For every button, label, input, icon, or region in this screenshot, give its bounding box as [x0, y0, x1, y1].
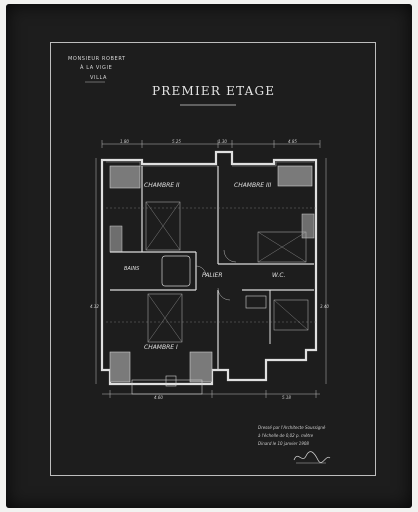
corner-mass-tl	[109, 165, 141, 189]
room-chambre-3: CHAMBRE III	[234, 182, 272, 189]
wall-niche-right	[301, 213, 315, 239]
drawing-frame	[50, 42, 376, 476]
client-name: MONSIEUR ROBERT	[68, 56, 126, 62]
bathtub	[161, 255, 191, 287]
room-bains: BAINS	[124, 266, 140, 272]
dim-bottom-left: 4.60	[154, 395, 163, 400]
balcony-post	[165, 375, 177, 387]
dim-left-side: 4.12	[90, 304, 99, 309]
inner-wall-lines	[106, 161, 314, 167]
balcony	[131, 379, 203, 395]
floor-plan	[85, 81, 327, 398]
dim-top-mid2: 1.30	[218, 139, 227, 144]
dimension-ticks	[101, 140, 321, 398]
room-palier: PALIER	[202, 272, 223, 279]
room-wc: W.C.	[272, 272, 286, 279]
dim-bottom-right: 5.18	[282, 395, 291, 400]
dim-top-left: 1.80	[120, 139, 129, 144]
dim-top-mid: 5.25	[172, 139, 181, 144]
note-line-1: Dressé par l'Architecte Soussigné	[258, 425, 326, 430]
dim-top-right: 4.85	[288, 139, 297, 144]
client-location: À LA VIGIE	[80, 65, 113, 71]
door-swing-bains	[195, 265, 207, 277]
door-swing-ch3	[223, 249, 237, 263]
wc-fixture	[245, 295, 267, 309]
wall-niche-left	[109, 225, 123, 253]
wardrobe-ch2	[145, 201, 181, 251]
room-chambre-1: CHAMBRE I	[144, 344, 178, 351]
stair-box	[273, 299, 309, 331]
sheet-title: PREMIER ETAGE	[152, 84, 276, 98]
architect-signature	[293, 451, 331, 464]
corner-mass-bl	[109, 351, 131, 383]
wardrobe-ch1	[147, 293, 183, 343]
note-line-2: à l'échelle de 0,02 p. mètre	[258, 433, 314, 438]
wardrobe-ch3	[257, 231, 307, 263]
corner-mass-bm	[189, 351, 213, 383]
building-type: VILLA	[90, 75, 108, 81]
blueprint-sheet: MONSIEUR ROBERT À LA VIGIE VILLA PREMIER…	[6, 4, 412, 508]
dim-right-side: 3.40	[320, 304, 329, 309]
room-chambre-2: CHAMBRE II	[144, 182, 180, 189]
corner-mass-tr	[277, 165, 313, 187]
door-swing-ch1	[217, 287, 231, 301]
note-line-3: Dinard le 10 janvier 1908	[258, 441, 309, 446]
